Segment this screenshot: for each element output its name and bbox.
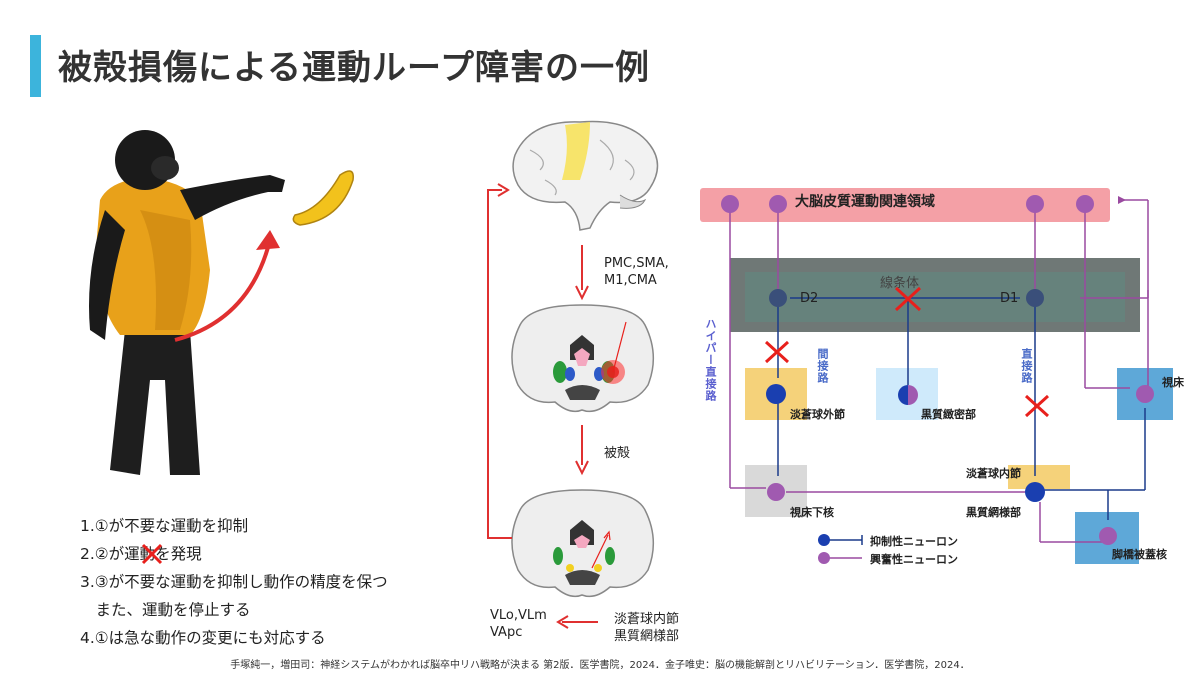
brain-coronal-image-1: [511, 304, 654, 413]
cross-icon: [141, 543, 163, 565]
label-vapc: VApc: [490, 625, 523, 640]
label-pmc: PMC,SMA,: [604, 256, 669, 271]
cross-icons: [764, 286, 1050, 418]
striatum-label: 線条体: [880, 276, 920, 291]
list-item: 2.②が運動を発現: [80, 540, 388, 568]
hyperdirect-pathway-label: ハイパー直接路: [704, 318, 717, 402]
list-item: 1.①が不要な運動を抑制: [80, 517, 249, 535]
stn-label: 視床下核: [790, 506, 834, 519]
gorilla-illustration: [89, 130, 354, 475]
label-vlo: VLo,VLm: [490, 608, 547, 623]
title-accent-bar: [30, 35, 41, 97]
d2-label: D2: [800, 291, 819, 306]
brain-flow: [487, 120, 659, 629]
direct-pathway-label: 直接路: [1020, 348, 1033, 384]
ppn-label: 脚橋被蓋核: [1112, 548, 1167, 561]
cortex-label: 大脳皮質運動関連領域: [795, 194, 935, 210]
label-m1: M1,CMA: [604, 273, 657, 288]
legend-inhibitory: 抑制性ニューロン: [870, 535, 958, 548]
label-snr-flow: 黒質網様部: [614, 629, 680, 644]
basal-ganglia-diagram: [700, 188, 1173, 564]
gpe-label: 淡蒼球外節: [790, 408, 845, 421]
d1-label: D1: [1000, 291, 1019, 306]
snc-label: 黒質緻密部: [921, 408, 976, 421]
gpi-label: 淡蒼球内節: [966, 467, 1021, 480]
excitatory-neurons: [721, 195, 1154, 545]
inhibitory-neurons: [766, 289, 1045, 502]
label-gpi-flow: 淡蒼球内節: [614, 612, 680, 627]
thalamus-label: 視床: [1162, 376, 1184, 389]
brain-coronal-image-2: [511, 489, 654, 598]
citation-footer: 手塚純一，増田司：神経システムがわかれば脳卒中リハ戦略が決まる 第2版．医学書院…: [230, 660, 970, 671]
indirect-pathway-label: 間接路: [816, 348, 829, 384]
label-putamen: 被殻: [604, 446, 631, 461]
numbered-list: 1.①が不要な運動を抑制 2.②が運動を発現 3.③が不要な運動を抑制し動作の精…: [80, 512, 388, 652]
snr-label: 黒質網様部: [966, 506, 1021, 519]
legend-excitatory: 興奮性ニューロン: [870, 553, 958, 566]
list-item: また、運動を停止する: [80, 601, 251, 619]
list-item: 4.①は急な動作の変更にも対応する: [80, 629, 326, 647]
list-item: 3.③が不要な運動を抑制し動作の精度を保つ: [80, 573, 388, 591]
cortex-band: [700, 188, 1110, 222]
page-title: 被殻損傷による運動ループ障害の一例: [58, 48, 650, 88]
brain-lateral-image: [512, 120, 659, 231]
